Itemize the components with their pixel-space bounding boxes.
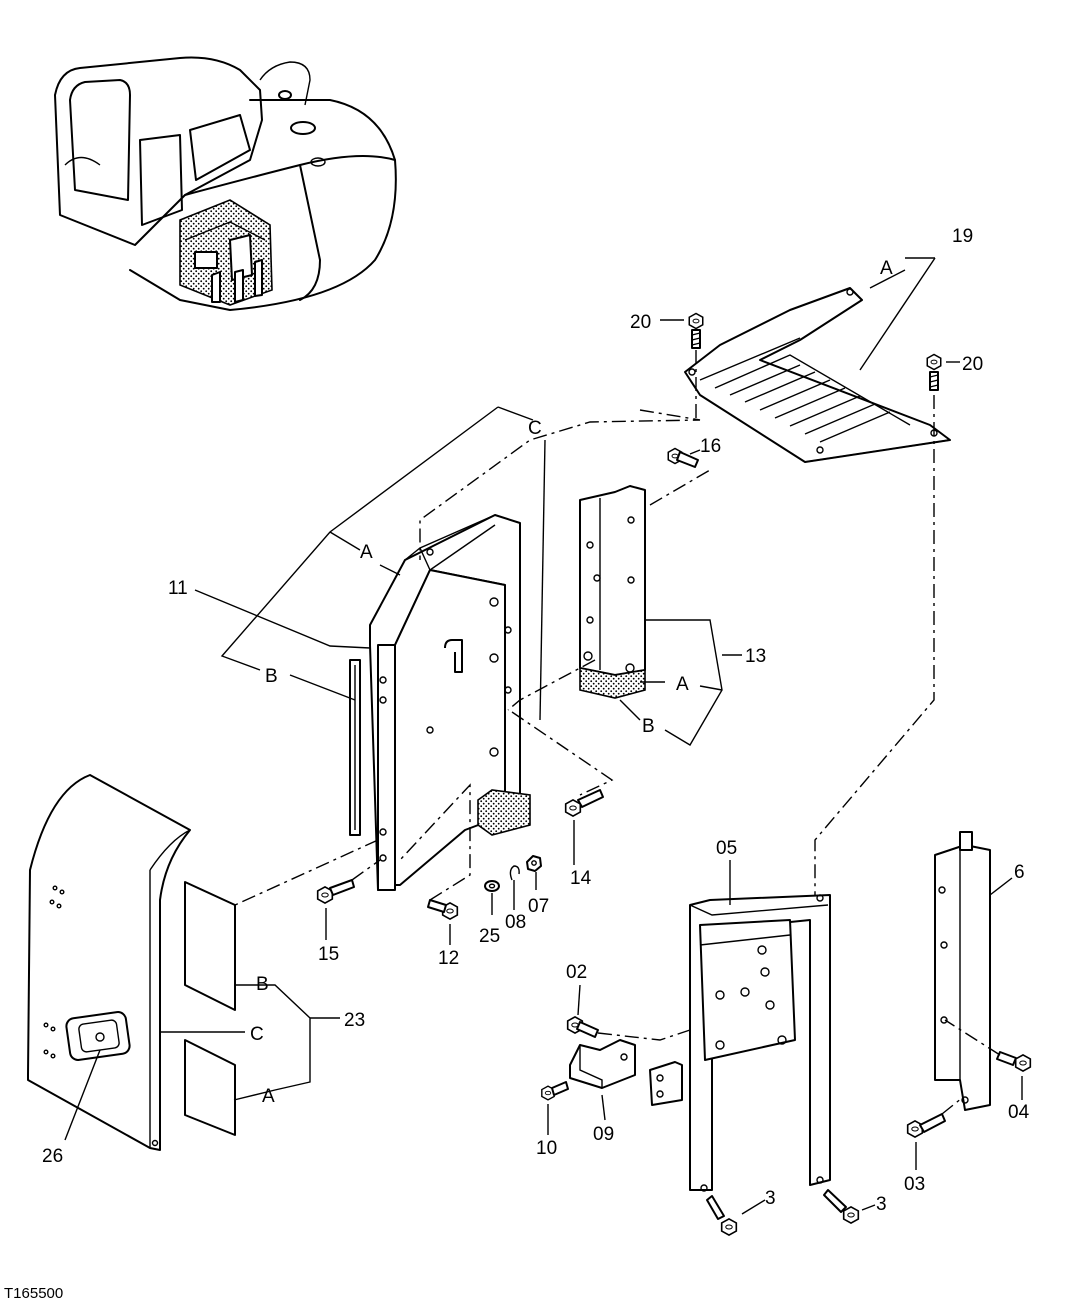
nut-part-07 [526, 855, 542, 872]
callout-15: 15 [318, 944, 339, 965]
side-door-part-26 [27, 774, 191, 1151]
callout-07: 07 [528, 896, 549, 917]
callout-16: 16 [700, 436, 721, 457]
callout-13: 13 [745, 646, 766, 667]
bolt-part-3-a [706, 1195, 738, 1236]
callout-04: 04 [1008, 1102, 1030, 1123]
bolt-part-15 [316, 879, 355, 904]
callout-labels: 19 20 20 16 13 11 14 15 12 25 08 07 05 6… [42, 226, 1030, 1215]
callout-11: 11 [168, 578, 188, 599]
callout-23: 23 [344, 1010, 365, 1031]
pads-part-23 [184, 881, 236, 1136]
bolt-part-03 [906, 1113, 946, 1138]
frame-part-11 [349, 514, 531, 891]
callout-6: 6 [1014, 862, 1025, 883]
callout-08: 08 [505, 912, 526, 933]
ref-a-top: A [360, 542, 373, 563]
bolt-part-16 [667, 447, 699, 468]
excavator-overview-illustration [54, 56, 397, 311]
louver-panel-part-19 [684, 287, 951, 463]
callout-20-left: 20 [630, 312, 651, 333]
callout-25: 25 [479, 926, 500, 947]
bolt-part-02 [566, 1016, 599, 1038]
figure-id: T165500 [4, 1285, 63, 1302]
callout-3-right: 3 [876, 1194, 887, 1215]
assembly-lines [234, 350, 1001, 1115]
callout-20-right: 20 [962, 354, 983, 375]
bracket-part-13 [579, 485, 646, 699]
callout-10: 10 [536, 1138, 557, 1159]
ref-b-13: B [642, 716, 655, 737]
washer-part-25 [484, 880, 500, 892]
ref-c-top: C [528, 418, 542, 439]
ref-a-13: A [676, 674, 689, 695]
callout-26: 26 [42, 1146, 63, 1167]
bolt-part-14 [564, 789, 604, 817]
ref-c-23: C [250, 1024, 264, 1045]
callout-05: 05 [716, 838, 737, 859]
bolt-part-3-b [823, 1189, 860, 1224]
frame-part-05 [689, 894, 831, 1192]
ref-b-left: B [265, 666, 278, 687]
callout-02: 02 [566, 962, 587, 983]
bolt-part-20-a [688, 312, 704, 349]
bolt-part-04 [996, 1051, 1032, 1072]
callout-14: 14 [570, 868, 592, 889]
bar-part-6 [934, 831, 991, 1111]
callout-12: 12 [438, 948, 459, 969]
callout-3-left: 3 [765, 1188, 776, 1209]
hardware [316, 312, 1032, 1236]
ref-a-23: A [262, 1086, 275, 1107]
bolt-part-10 [541, 1081, 569, 1101]
callout-19: 19 [952, 226, 973, 247]
callout-09: 09 [593, 1124, 614, 1145]
lockwasher-part-08 [509, 865, 520, 881]
ref-a-19: A [880, 258, 893, 279]
ref-b-23: B [256, 974, 269, 995]
callout-03: 03 [904, 1174, 925, 1195]
leader-lines [64, 257, 1023, 1215]
bolt-part-12 [427, 899, 459, 920]
bracket-part-09 [569, 1039, 683, 1106]
bolt-part-20-b [926, 353, 942, 391]
reference-letters: C A B A A B B C A [250, 258, 893, 1107]
